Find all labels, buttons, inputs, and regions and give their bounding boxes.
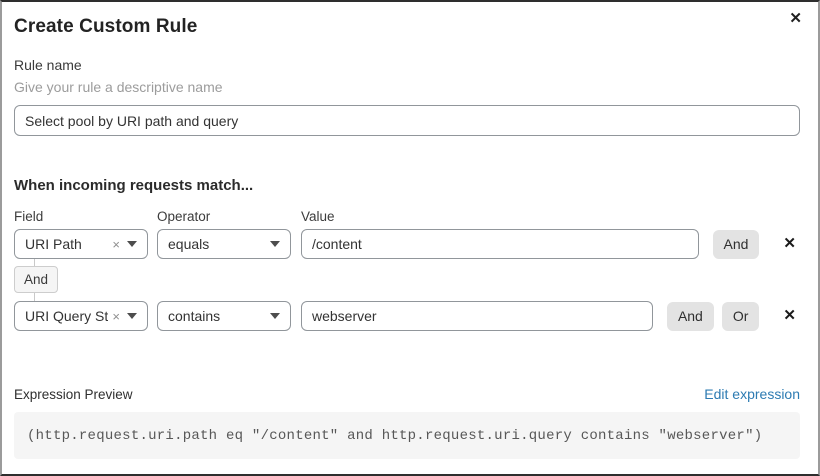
chevron-down-icon [127,313,137,319]
expression-preview-box: (http.request.uri.path eq "/content" and… [14,412,800,459]
field-column-label: Field [14,209,44,224]
expression-code: (http.request.uri.path eq "/content" and… [27,427,763,444]
field-select-2[interactable]: URI Query St... × [14,301,148,331]
add-and-condition-button-2[interactable]: And [666,301,714,331]
expression-header: Expression Preview Edit expression [14,386,800,403]
rule-name-input[interactable] [14,105,800,136]
add-or-condition-button-2[interactable]: Or [721,301,760,331]
value-input-1[interactable] [301,229,699,259]
connector-and-badge[interactable]: And [14,266,58,293]
chevron-down-icon [270,241,280,247]
operator-select-1-value: equals [168,236,210,252]
clear-field-icon[interactable]: × [112,308,120,324]
dialog-title: Create Custom Rule [14,16,198,37]
field-select-1-value: URI Path [25,236,82,252]
edit-expression-link[interactable]: Edit expression [704,386,800,402]
add-and-condition-button-1[interactable]: And [712,229,760,259]
operator-select-1[interactable]: equals [157,229,291,259]
delete-condition-icon-1[interactable]: ✕ [783,235,796,252]
rule-name-hint: Give your rule a descriptive name [14,79,223,95]
rule-name-label: Rule name [14,57,82,73]
value-column-label: Value [301,209,335,224]
operator-select-2[interactable]: contains [157,301,291,331]
value-input-2[interactable] [301,301,653,331]
condition-connector: And [14,259,800,301]
field-select-2-value: URI Query St... [25,308,109,324]
close-icon[interactable]: ✕ [789,10,802,27]
operator-column-label: Operator [157,209,211,224]
clear-field-icon[interactable]: × [112,236,120,252]
match-section-heading: When incoming requests match... [14,177,254,194]
condition-row-1: URI Path × equals And ✕ [14,229,800,259]
chevron-down-icon [270,313,280,319]
delete-condition-icon-2[interactable]: ✕ [783,307,796,324]
operator-select-2-value: contains [168,308,221,324]
expression-preview-label: Expression Preview [14,387,133,402]
chevron-down-icon [127,241,137,247]
condition-row-2: URI Query St... × contains And Or ✕ [14,301,800,331]
condition-column-labels: Field Operator Value [14,208,800,225]
field-select-1[interactable]: URI Path × [14,229,148,259]
